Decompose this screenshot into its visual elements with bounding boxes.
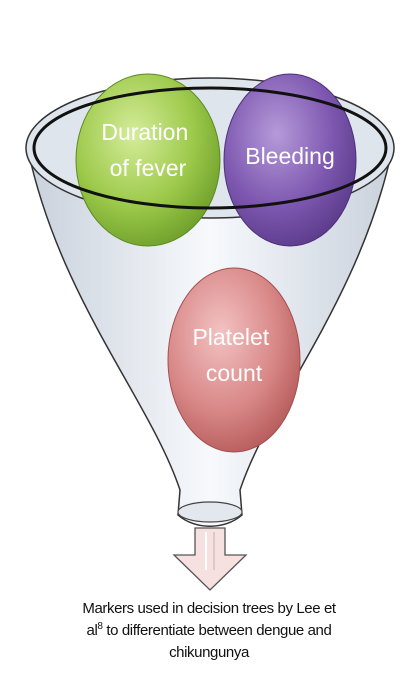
marker-bleeding-label: Bleeding [245, 143, 335, 169]
marker-platelet-count: Platelet count [168, 268, 300, 452]
marker-bleeding: Bleeding [224, 74, 356, 246]
caption-line1: Markers used in decision trees by Lee et [0, 598, 418, 620]
caption-line3: chikungunya [0, 642, 418, 664]
caption: Markers used in decision trees by Lee et… [0, 598, 418, 664]
marker-platelet-line2: count [206, 360, 263, 386]
funnel-neck-rim [178, 502, 242, 522]
marker-platelet-line1: Platelet [192, 324, 269, 350]
down-arrow-icon [174, 528, 246, 590]
marker-duration-line1: Duration [101, 119, 188, 145]
marker-duration-of-fever: Duration of fever [76, 74, 220, 246]
svg-text:Bleeding: Bleeding [245, 143, 335, 169]
marker-duration-line2: of fever [110, 155, 187, 181]
caption-line2: al8 to differentiate between dengue and [0, 620, 418, 642]
